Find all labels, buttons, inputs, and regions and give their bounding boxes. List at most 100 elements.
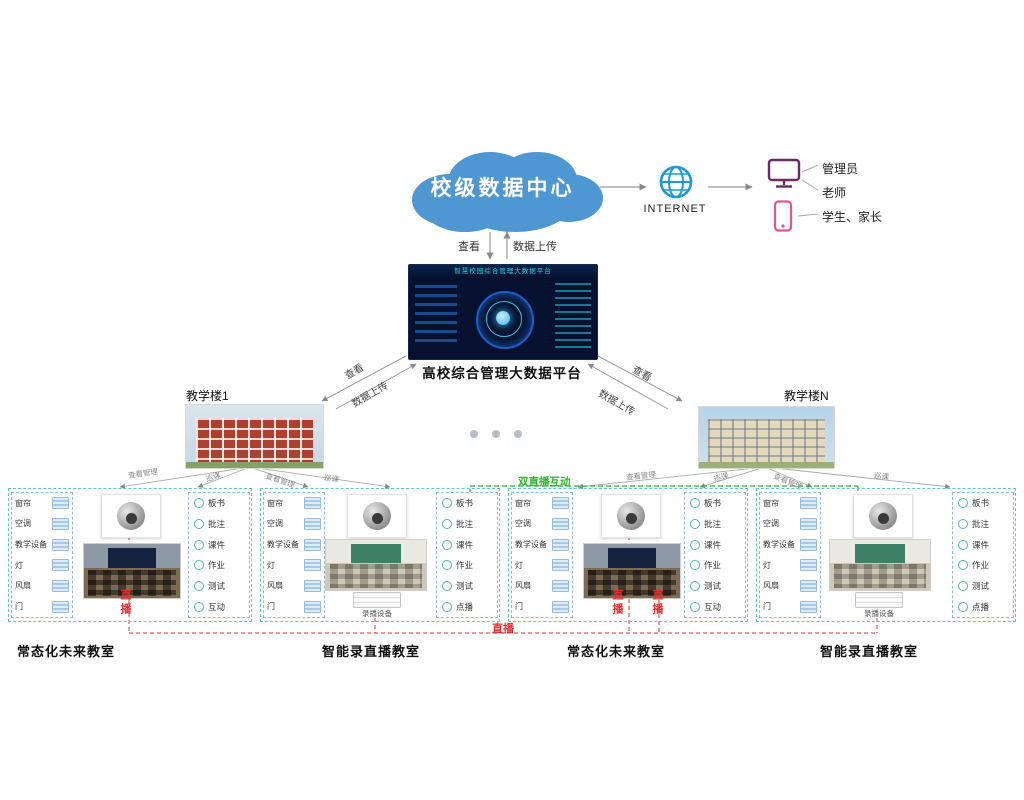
function-icon: [958, 498, 968, 509]
function-row: 作业: [437, 559, 497, 571]
function-row: 批注: [437, 518, 497, 530]
building-facade: [708, 419, 825, 462]
camera-lens: [125, 513, 137, 524]
device-row: 门: [264, 600, 324, 613]
live-label-vertical: 直播: [611, 589, 623, 617]
device-label: 风扇: [763, 581, 779, 591]
device-icon: [552, 517, 569, 530]
building-photo-1: [185, 404, 324, 469]
device-row: 窗帘: [760, 497, 820, 510]
device-label: 灯: [267, 560, 275, 570]
device-panel: 窗帘 空调 教学设备 灯 风扇 门: [263, 492, 325, 618]
monitor-icon: [767, 158, 801, 188]
user-role-students: 学生、家长: [822, 210, 883, 224]
device-label: 窗帘: [515, 498, 531, 508]
function-icon: [958, 580, 968, 591]
function-icon: [690, 518, 700, 529]
function-icon: [194, 498, 204, 509]
function-icon: [442, 601, 452, 612]
device-icon: [552, 497, 569, 510]
internet-globe-icon: [659, 165, 693, 199]
photo-desks: [834, 564, 926, 588]
building-label-n: 教学楼N: [784, 389, 829, 403]
camera-lens: [877, 513, 889, 524]
room-name-4: 智能录直播教室: [819, 644, 918, 659]
function-label: 板书: [208, 498, 226, 509]
photo-floor: [326, 562, 426, 590]
device-row: 教学设备: [512, 538, 572, 551]
link-label-upload: 数据上传: [513, 241, 557, 253]
device-row: 空调: [760, 517, 820, 530]
device-row: 教学设备: [264, 538, 324, 551]
device-icon: [552, 559, 569, 572]
function-label: 互动: [704, 601, 722, 612]
device-label: 灯: [763, 560, 771, 570]
dome-camera: [347, 494, 407, 538]
link-label-view: 查看: [458, 241, 480, 253]
recording-device: [855, 592, 903, 608]
classroom-photo: [325, 539, 427, 591]
dome-camera: [601, 494, 661, 538]
building-photo-n: [698, 406, 835, 469]
function-row: 点播: [953, 601, 1013, 613]
device-row: 灯: [512, 559, 572, 572]
classroom-photo: [583, 543, 681, 599]
device-row: 空调: [512, 517, 572, 530]
photo-greenboard: [351, 543, 401, 563]
device-label: 门: [763, 602, 771, 612]
function-panel: 板书 批注 课件 作业 测试 互动: [684, 492, 746, 618]
function-row: 批注: [953, 518, 1013, 530]
function-row: 互动: [685, 601, 745, 613]
device-label: 门: [515, 602, 523, 612]
device-panel: 窗帘 空调 教学设备 灯 风扇 门: [759, 492, 821, 618]
device-label: 窗帘: [267, 498, 283, 508]
fan-label: 巡课: [323, 473, 340, 485]
photo-desks: [330, 564, 422, 588]
dome-camera: [101, 494, 161, 538]
function-row: 板书: [685, 497, 745, 509]
device-icon: [52, 600, 69, 613]
function-icon: [442, 539, 452, 550]
device-row: 灯: [760, 559, 820, 572]
function-icon: [690, 601, 700, 612]
device-panel: 窗帘 空调 教学设备 灯 风扇 门: [511, 492, 573, 618]
function-icon: [194, 580, 204, 591]
user-role-teacher: 老师: [822, 186, 847, 200]
camera-dome: [363, 502, 391, 530]
function-row: 测试: [953, 580, 1013, 592]
device-label: 风扇: [15, 581, 31, 591]
room-name-1: 常态化未来教室: [16, 644, 115, 659]
function-label: 课件: [704, 539, 722, 550]
function-label: 板书: [456, 498, 474, 509]
fan-label: 巡课: [873, 471, 890, 482]
classroom-photo: [829, 539, 931, 591]
function-icon: [958, 601, 968, 612]
function-icon: [194, 539, 204, 550]
platform-ring-outer: [476, 290, 534, 349]
device-panel: 窗帘 空调 教学设备 灯 风扇 门: [11, 492, 73, 618]
device-row: 窗帘: [264, 497, 324, 510]
function-row: 课件: [685, 539, 745, 551]
function-label: 作业: [704, 560, 722, 571]
function-label: 互动: [208, 601, 226, 612]
device-label: 空调: [267, 519, 283, 529]
function-icon: [442, 518, 452, 529]
function-label: 测试: [972, 580, 990, 591]
function-label: 测试: [704, 580, 722, 591]
device-icon: [304, 600, 321, 613]
platform-left-widgets: [415, 285, 457, 347]
device-label: 窗帘: [15, 498, 31, 508]
device-row: 风扇: [12, 579, 72, 592]
function-icon: [194, 601, 204, 612]
function-row: 课件: [953, 539, 1013, 551]
device-label: 风扇: [515, 581, 531, 591]
classroom-group-4: 窗帘 空调 教学设备 灯 风扇 门 录播设备 板书 批注 课件 作业 测试 点播: [756, 488, 1016, 622]
dome-camera: [853, 494, 913, 538]
photo-greenboard: [855, 543, 905, 563]
function-label: 点播: [972, 601, 990, 612]
camera-dome: [869, 502, 897, 530]
device-icon: [800, 600, 817, 613]
live-label-vertical: 直播: [119, 589, 131, 617]
function-label: 批注: [456, 518, 474, 529]
